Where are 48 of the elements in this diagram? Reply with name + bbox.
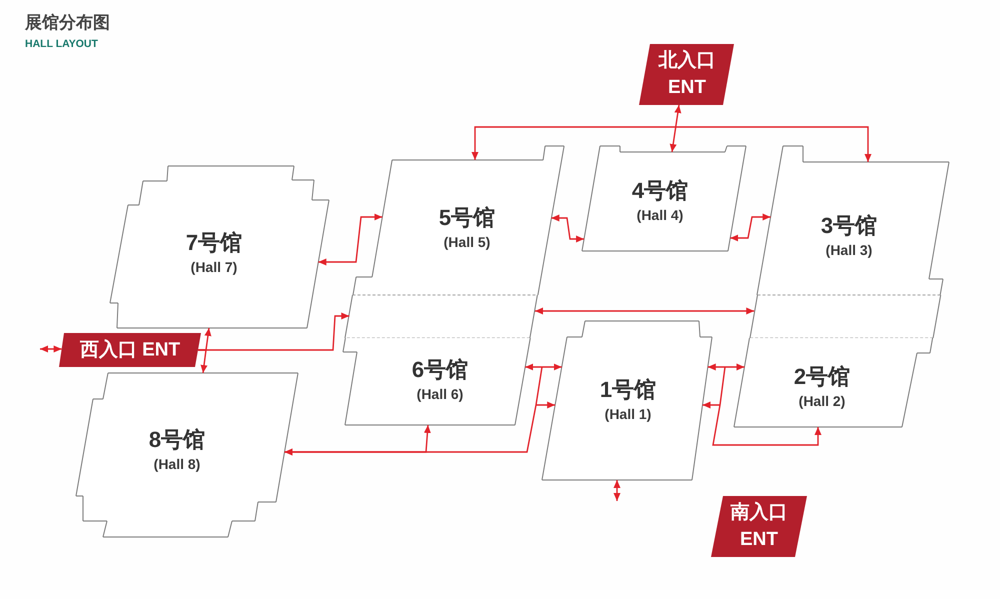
exhibition-hall bbox=[582, 146, 746, 251]
hall-name-english: (Hall 1) bbox=[604, 405, 652, 424]
diagram-title: 展馆分布图 bbox=[25, 12, 110, 34]
connector-arrow bbox=[198, 312, 350, 351]
entrance-label: 北入口 ENT bbox=[657, 48, 716, 100]
exhibition-hall bbox=[110, 166, 329, 328]
subtitle: HALL LAYOUT bbox=[25, 37, 98, 51]
entrance-label: 南入口 ENT bbox=[730, 500, 788, 552]
double-arrow bbox=[708, 364, 744, 370]
double-arrow bbox=[535, 308, 754, 314]
exhibition-hall bbox=[542, 321, 712, 480]
hall-name: 3号馆 bbox=[820, 212, 878, 240]
hall-name: 1号馆 bbox=[600, 376, 656, 404]
corridor-band bbox=[345, 295, 538, 338]
entrance-sign bbox=[711, 496, 807, 557]
hall-name: 6号馆 bbox=[412, 356, 468, 384]
hall-name: 5号馆 bbox=[438, 204, 496, 232]
hall-name: 7号馆 bbox=[186, 229, 242, 257]
exhibition-hall bbox=[734, 338, 933, 427]
double-arrow bbox=[670, 104, 682, 152]
double-arrow bbox=[730, 214, 771, 242]
entrance-label: 西入口 ENT bbox=[80, 338, 180, 362]
double-arrow bbox=[40, 346, 62, 352]
hall-name-english: (Hall 5) bbox=[444, 233, 490, 252]
double-arrow bbox=[614, 480, 620, 501]
exhibition-hall bbox=[76, 373, 298, 537]
exhibition-hall bbox=[352, 146, 564, 295]
hall-name-english: (Hall 4) bbox=[636, 206, 684, 225]
hall-name-english: (Hall 2) bbox=[798, 392, 846, 411]
hall-name-english: (Hall 8) bbox=[154, 455, 200, 474]
double-arrow bbox=[472, 126, 872, 162]
hall-name: 8号馆 bbox=[148, 426, 206, 454]
entrance-sign bbox=[639, 44, 734, 105]
double-arrow bbox=[318, 214, 382, 266]
hall-name: 4号馆 bbox=[632, 177, 688, 205]
double-arrow bbox=[702, 366, 822, 446]
double-arrow bbox=[525, 364, 562, 370]
hall-name-english: (Hall 3) bbox=[826, 241, 872, 260]
hall-name-english: (Hall 6) bbox=[416, 385, 464, 404]
exhibition-hall bbox=[757, 146, 949, 295]
exhibition-hall bbox=[343, 338, 530, 425]
double-arrow bbox=[551, 214, 584, 242]
connector-arrow bbox=[198, 349, 208, 374]
hall-name-english: (Hall 7) bbox=[190, 258, 238, 277]
corridor-band bbox=[750, 295, 940, 338]
entrance-sign bbox=[59, 333, 201, 367]
double-arrow bbox=[284, 424, 431, 456]
hall-name: 2号馆 bbox=[794, 363, 850, 391]
